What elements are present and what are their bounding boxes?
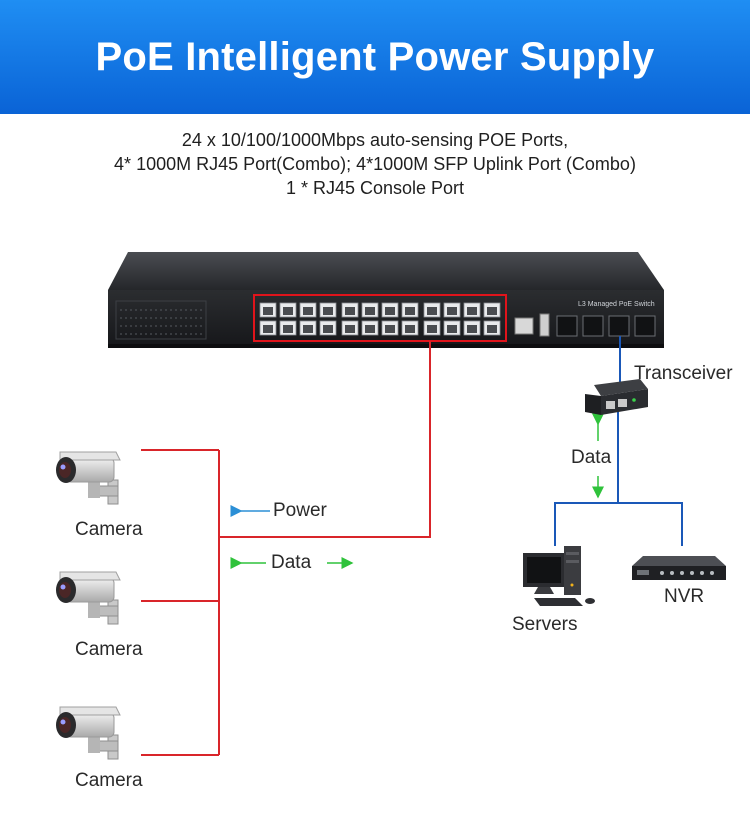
camera-part: [59, 717, 71, 733]
poe-port-socket: [487, 325, 497, 333]
poe-port-socket: [427, 307, 437, 315]
console-port: [514, 317, 534, 335]
sfp-port: [556, 315, 578, 337]
camera-icon: [56, 571, 121, 625]
title-banner: PoE Intelligent Power Supply: [0, 0, 750, 114]
poe-port-socket: [405, 325, 415, 333]
managed-poe-switch: L3 Managed PoE Switch: [108, 252, 664, 348]
servers-label: Servers: [512, 614, 578, 635]
camera-part: [59, 582, 71, 598]
camera-part: [59, 462, 71, 478]
poe-port-group: [259, 302, 501, 336]
nvr-recorder: [632, 556, 726, 580]
spec-line-1: 24 x 10/100/1000Mbps auto-sensing POE Po…: [181, 130, 569, 150]
poe-port-socket: [405, 307, 415, 315]
page-title: PoE Intelligent Power Supply: [95, 34, 655, 79]
poe-port-socket: [263, 325, 273, 333]
poe-port-socket: [283, 325, 293, 333]
poe-port-socket: [345, 325, 355, 333]
poe-port-socket: [447, 307, 457, 315]
camera-part: [60, 719, 66, 725]
transceiver-device: [585, 379, 648, 415]
spec-line-2: 4* 1000M RJ45 Port(Combo); 4*1000M SFP U…: [114, 154, 636, 174]
poe-port-socket: [447, 325, 457, 333]
server-computer: [523, 546, 595, 606]
camera-part: [59, 451, 121, 461]
poe-port-socket: [365, 307, 375, 315]
sfp-port: [634, 315, 656, 337]
transceiver-label: Transceiver: [634, 363, 733, 384]
poe-port-socket: [323, 307, 333, 315]
camera-part: [60, 464, 66, 470]
poe-port-socket: [385, 325, 395, 333]
camera-icon: [56, 451, 121, 505]
spec-line-3: 1 * RJ45 Console Port: [285, 178, 465, 198]
camera-part: [60, 584, 66, 590]
legend-power-label: Power: [273, 500, 327, 521]
camera-icon: [56, 706, 121, 760]
switch-model-label: L3 Managed PoE Switch: [578, 301, 655, 308]
poe-port-socket: [385, 307, 395, 315]
poe-port-socket: [467, 307, 477, 315]
specs-text: 24 x 10/100/1000Mbps auto-sensing POE Po…: [0, 128, 750, 200]
poe-port-socket: [427, 325, 437, 333]
poe-port-socket: [263, 307, 273, 315]
sfp-port: [582, 315, 604, 337]
camera-label: Camera: [75, 519, 143, 540]
poe-port-socket: [283, 307, 293, 315]
switch-status-leds: [115, 300, 207, 340]
poe-ports-highlight: [253, 294, 507, 342]
poe-port-socket: [303, 307, 313, 315]
poe-port-socket: [345, 307, 355, 315]
poe-port-socket: [365, 325, 375, 333]
legend-data-label: Data: [271, 552, 312, 573]
nvr-label: NVR: [664, 586, 705, 607]
sfp-port-group: [556, 315, 656, 337]
camera-part: [59, 571, 121, 581]
uplink-data-label: Data: [571, 447, 612, 468]
poe-port-socket: [323, 325, 333, 333]
camera-label: Camera: [75, 770, 143, 791]
sfp-port: [608, 315, 630, 337]
uplink-cable-lines: [554, 336, 683, 546]
poe-cable-lines: [141, 341, 431, 756]
poe-port-socket: [303, 325, 313, 333]
usb-port: [539, 313, 550, 337]
camera-part: [59, 706, 121, 716]
camera-label: Camera: [75, 639, 143, 660]
poe-port-socket: [487, 307, 497, 315]
poe-port-socket: [467, 325, 477, 333]
